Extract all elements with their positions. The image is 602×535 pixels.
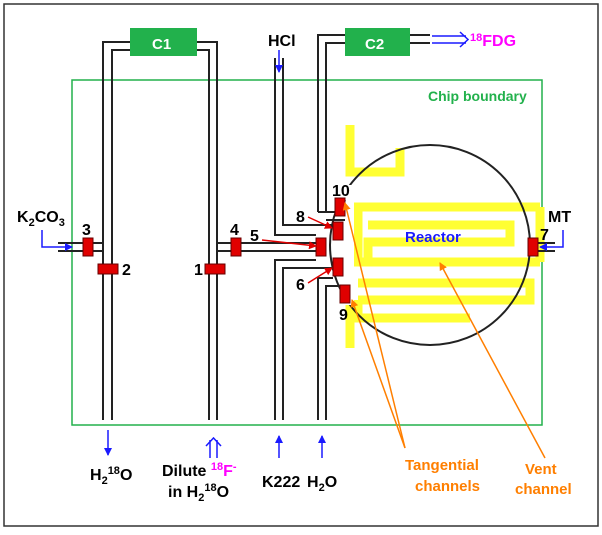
valve-number-6: 6 bbox=[296, 277, 305, 294]
valve-number-9: 9 bbox=[339, 307, 348, 324]
label-vent-2: channel bbox=[515, 481, 572, 498]
label-h2o-in: H2O bbox=[307, 474, 337, 494]
column-c1 bbox=[130, 28, 197, 56]
label-vent-1: Vent bbox=[525, 461, 557, 478]
column-c2-label: C2 bbox=[365, 36, 384, 53]
label-hcl: HCl bbox=[268, 33, 296, 50]
valve-pointers bbox=[261, 216, 333, 284]
valve-1[interactable] bbox=[204, 263, 226, 275]
label-tangential-2: channels bbox=[415, 478, 480, 495]
vent-channel bbox=[345, 125, 545, 348]
valve-number-5: 5 bbox=[250, 228, 259, 245]
valve-8[interactable] bbox=[332, 221, 344, 241]
valve-7[interactable] bbox=[527, 237, 539, 257]
valve-number-8: 8 bbox=[296, 209, 305, 226]
figure-frame bbox=[3, 3, 599, 527]
valve-number-10: 10 bbox=[332, 183, 350, 200]
valve-2[interactable] bbox=[97, 263, 119, 275]
valve-number-1: 1 bbox=[194, 262, 203, 279]
label-dilute-line2: in H218O bbox=[168, 482, 229, 504]
valve-number-4: 4 bbox=[230, 222, 239, 239]
valve-9[interactable] bbox=[339, 284, 351, 304]
valves bbox=[82, 197, 539, 304]
column-c1-label: C1 bbox=[152, 36, 171, 53]
chip-boundary bbox=[71, 79, 543, 426]
annotation-lines bbox=[342, 202, 546, 459]
column-c2 bbox=[345, 28, 410, 56]
label-k222: K222 bbox=[262, 474, 300, 491]
valve-3[interactable] bbox=[82, 237, 94, 257]
valve-10[interactable] bbox=[334, 197, 346, 217]
label-mt: MT bbox=[548, 209, 571, 226]
label-fdg: 18FDG bbox=[470, 32, 516, 50]
label-dilute-line1: Dilute 18F- bbox=[162, 461, 237, 480]
valve-5[interactable] bbox=[315, 237, 327, 257]
reactor-label: Reactor bbox=[405, 229, 461, 246]
valve-6[interactable] bbox=[332, 257, 344, 277]
valve-4[interactable] bbox=[230, 237, 242, 257]
chip-boundary-label: Chip boundary bbox=[428, 88, 527, 104]
valve-number-2: 2 bbox=[122, 262, 131, 279]
label-tangential-1: Tangential bbox=[405, 457, 479, 474]
label-k2co3: K2CO3 bbox=[17, 209, 65, 229]
label-h218o-out: H218O bbox=[90, 465, 132, 487]
flow-arrows bbox=[41, 31, 564, 458]
valve-number-3: 3 bbox=[82, 222, 91, 239]
valve-number-7: 7 bbox=[540, 227, 549, 244]
